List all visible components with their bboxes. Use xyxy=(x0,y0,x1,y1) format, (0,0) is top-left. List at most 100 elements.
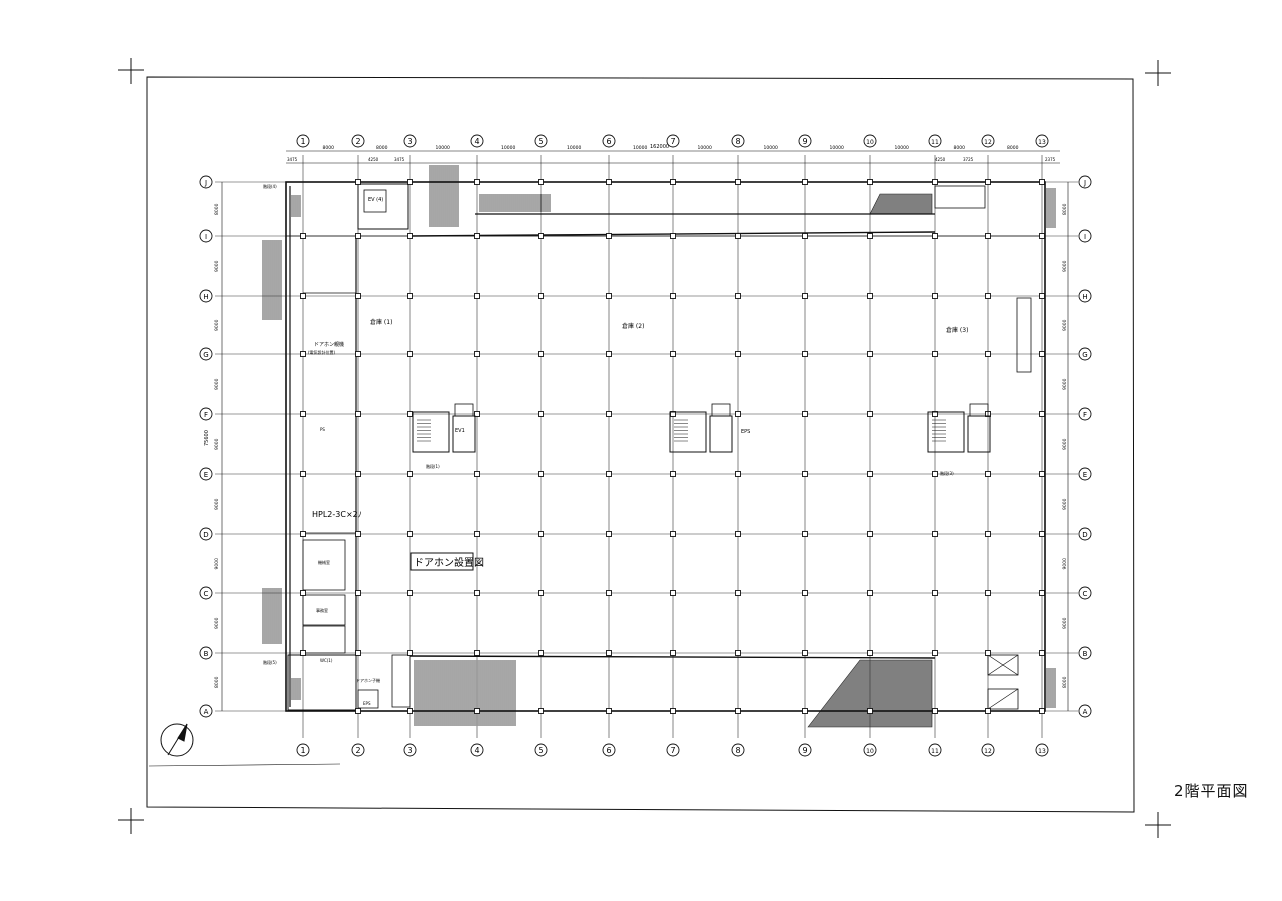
core-outline xyxy=(669,411,707,453)
dimension-y-left-1: 8000 xyxy=(214,203,220,215)
column-2B xyxy=(355,650,361,656)
room-label-stair-3: 階段(3) xyxy=(940,470,954,476)
grid-bubble-col-13-bottom: 13 xyxy=(1035,743,1049,757)
grid-bubble-col-4-top: 4 xyxy=(470,134,484,148)
column-5I xyxy=(538,233,544,239)
column-2I xyxy=(355,233,361,239)
column-4G xyxy=(474,351,480,357)
column-4E xyxy=(474,471,480,477)
bubble-circle xyxy=(199,407,213,421)
bubble-circle xyxy=(534,743,548,757)
bubble-label: G xyxy=(1082,351,1087,359)
column-13C xyxy=(1039,590,1045,596)
column-3I xyxy=(407,233,413,239)
column-3G xyxy=(407,351,413,357)
bubble-label: A xyxy=(204,708,209,716)
bubble-label: A xyxy=(1083,708,1088,716)
column-1D xyxy=(300,531,306,537)
column-6C xyxy=(606,590,612,596)
column-5H xyxy=(538,293,544,299)
overall-dimension-x: 162000 xyxy=(650,144,669,150)
column-11B xyxy=(932,650,938,656)
dimension-y-right-6: 9000 xyxy=(1062,498,1068,510)
dimension-x-8: 10000 xyxy=(764,145,778,151)
column-8H xyxy=(735,293,741,299)
grid-bubble-row-A-right: A xyxy=(1078,704,1092,718)
grid-bubble-col-12-bottom: 12 xyxy=(981,743,995,757)
grid-bubble-row-J-left: J xyxy=(199,175,213,189)
bubble-label: B xyxy=(1083,650,1088,658)
bubble-label: E xyxy=(204,471,208,479)
core-outline xyxy=(412,411,450,453)
bubble-circle xyxy=(199,229,213,243)
bubble-circle xyxy=(534,134,548,148)
grid-bubble-row-B-right: B xyxy=(1078,646,1092,660)
bubble-circle xyxy=(351,134,365,148)
column-9B xyxy=(802,650,808,656)
bubble-label: I xyxy=(1084,233,1086,241)
dimension-x-4: 10000 xyxy=(501,145,515,151)
room-label-office: 事務室 xyxy=(316,607,328,613)
column-6F xyxy=(606,411,612,417)
column-4I xyxy=(474,233,480,239)
column-13D xyxy=(1039,531,1045,537)
column-2D xyxy=(355,531,361,537)
sw-core-box xyxy=(287,654,357,711)
grid-bubble-row-F-left: F xyxy=(199,407,213,421)
column-5C xyxy=(538,590,544,596)
column-5A xyxy=(538,708,544,714)
column-3E xyxy=(407,471,413,477)
column-7J xyxy=(670,179,676,185)
bubble-circle xyxy=(1078,229,1092,243)
dimension-sub-x-2: 4250 xyxy=(368,157,379,162)
room-label-doorphone-child: ドアホン子機 xyxy=(356,677,380,683)
grid-bubble-col-7-bottom: 7 xyxy=(666,743,680,757)
grid-bubble-col-9-bottom: 9 xyxy=(798,743,812,757)
column-2A xyxy=(355,708,361,714)
column-6D xyxy=(606,531,612,537)
grid-bubble-col-13-top: 13 xyxy=(1035,134,1049,148)
column-5D xyxy=(538,531,544,537)
elevator-hall xyxy=(454,403,474,417)
hatched-areas xyxy=(262,165,1056,728)
grid-bubble-row-E-left: E xyxy=(199,467,213,481)
south-warehouse-wall xyxy=(409,655,936,659)
frame-inner-line xyxy=(148,763,341,767)
bubble-label: H xyxy=(203,293,208,301)
elevator-shaft xyxy=(452,415,476,453)
column-3A xyxy=(407,708,413,714)
dimension-y-left-8: 9000 xyxy=(214,617,220,629)
bubble-label: G xyxy=(203,351,208,359)
grid-bubble-row-H-right: H xyxy=(1078,289,1092,303)
column-10J xyxy=(867,179,873,185)
dimension-x-6: 10000 xyxy=(633,145,647,151)
grid-bubble-col-12-top: 12 xyxy=(981,134,995,148)
bubble-label: F xyxy=(204,411,208,419)
dimension-sub-x-6: 2375 xyxy=(1045,157,1056,162)
column-12H xyxy=(985,293,991,299)
grid-bubble-row-B-left: B xyxy=(199,646,213,660)
bubble-circle xyxy=(296,134,310,148)
grid-bubble-col-3-bottom: 3 xyxy=(403,743,417,757)
column-8C xyxy=(735,590,741,596)
dimension-sub-x-4: 4250 xyxy=(935,157,946,162)
bubble-label: C xyxy=(204,590,209,598)
dimension-y-left-7: 9000 xyxy=(214,558,220,570)
core-center xyxy=(669,403,733,453)
dimension-x-2: 8000 xyxy=(376,145,388,151)
grid-bubble-row-A-left: A xyxy=(199,704,213,718)
column-13I xyxy=(1039,233,1045,239)
column-11D xyxy=(932,531,938,537)
bubble-circle xyxy=(199,175,213,189)
dimension-y-right-2: 9000 xyxy=(1062,260,1068,272)
bubble-circle xyxy=(199,347,213,361)
dimension-y-right-9: 8000 xyxy=(1062,676,1068,688)
column-12D xyxy=(985,531,991,537)
bubble-circle xyxy=(1078,407,1092,421)
column-1I xyxy=(300,233,306,239)
column-4C xyxy=(474,590,480,596)
bubble-circle xyxy=(199,586,213,600)
